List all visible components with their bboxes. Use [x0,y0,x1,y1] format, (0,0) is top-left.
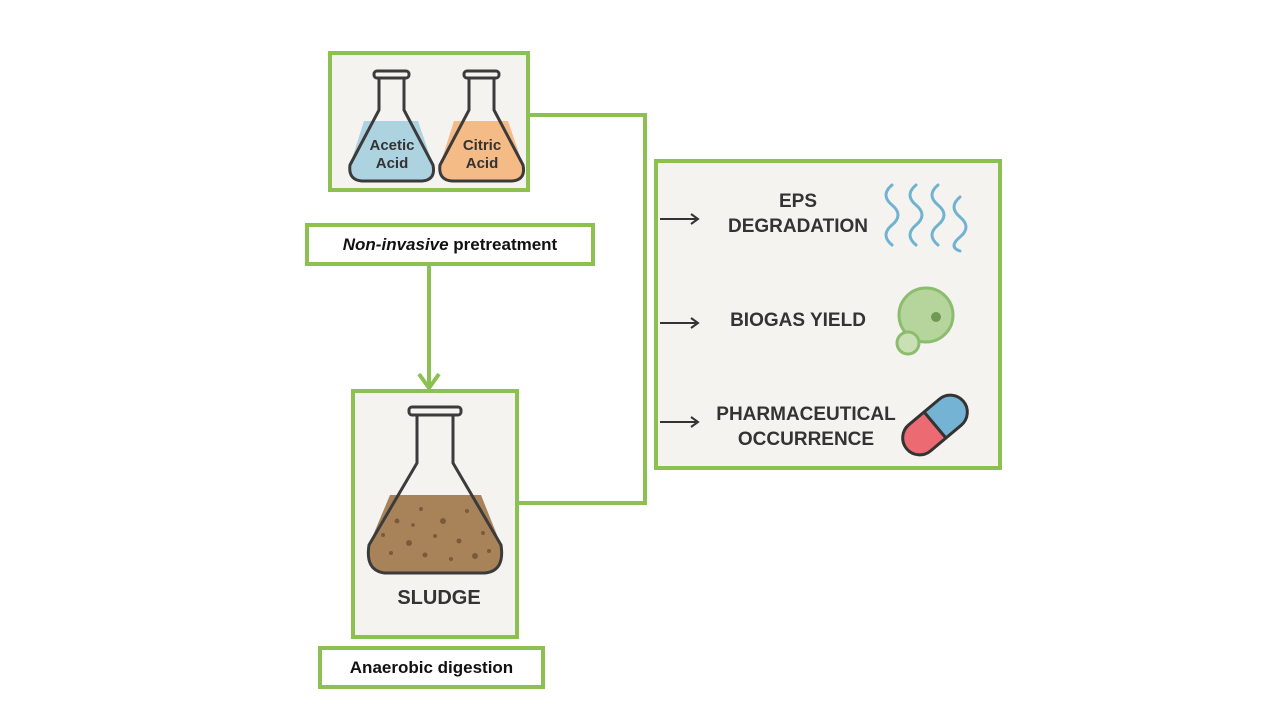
pharma-line-2: OCCURRENCE [737,429,875,450]
pharmaceutical-occurrence-text: PHARMACEUTICAL OCCURRENCE [706,402,906,452]
eps-line-2: DEGRADATION [727,216,869,237]
digestion-label: Anaerobic digestion [318,646,545,689]
pretreatment-arrow-head [417,372,441,390]
sludge-label: SLUDGE [397,587,480,609]
acetic-acid-flask-icon: Acetic Acid [348,69,435,183]
eps-wave-icon [884,183,968,253]
eps-line-1: EPS [778,191,818,212]
pharma-line-1: PHARMACEUTICAL [716,404,896,425]
citric-acid-flask-icon: Citric Acid [438,69,525,183]
acetic-acid-label-2: Acid [376,155,409,172]
sludge-box: SLUDGE [351,389,519,639]
pharma-arrow [660,416,700,428]
sludge-particles [381,507,491,561]
eps-degradation-text: EPS DEGRADATION [713,189,883,239]
eps-arrow [660,213,700,225]
biogas-bubble-icon [895,286,955,356]
biogas-line-1: BIOGAS YIELD [730,310,866,331]
acids-connector [518,113,647,505]
citric-acid-label-1: Citric [463,137,501,154]
sludge-flask-icon [366,405,504,575]
biogas-yield-text: BIOGAS YIELD [713,308,883,333]
pretreatment-rest: pretreatment [448,234,558,254]
biogas-arrow [660,317,700,329]
outcomes-box: EPS DEGRADATION BIOGAS YIELD PHARMACEUTI… [654,159,1002,470]
pharmaceutical-pill-icon [901,393,969,457]
citric-acid-label-2: Acid [466,155,499,172]
pretreatment-label: Non-invasive pretreatment [305,223,595,266]
acetic-acid-label-1: Acetic [369,137,414,154]
acids-box: Acetic Acid Citric Acid [328,51,530,192]
pretreatment-italic: Non-invasive [342,234,449,254]
